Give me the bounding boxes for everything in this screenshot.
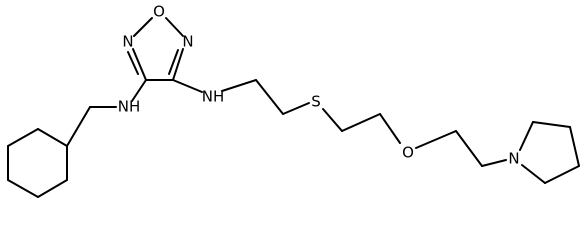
bond <box>133 17 153 37</box>
bond <box>519 121 534 151</box>
bond <box>544 165 580 184</box>
bond <box>172 48 184 81</box>
pyrrolidine-nitrogen-label: N <box>508 150 519 168</box>
bond <box>415 130 457 149</box>
bond <box>7 179 39 198</box>
bond <box>37 128 68 147</box>
amine-nh-left-label: NH <box>118 98 141 116</box>
bond <box>341 113 381 132</box>
bond <box>569 126 580 167</box>
bond <box>532 121 571 128</box>
bond <box>131 79 147 102</box>
bond <box>322 108 343 132</box>
bond <box>132 48 147 81</box>
bond <box>379 113 401 144</box>
bond <box>221 79 257 92</box>
oxadiazole-oxygen-label: O <box>153 3 165 21</box>
atom-labels: O N N NH NH S O N <box>118 3 520 168</box>
bond <box>7 128 39 147</box>
bond <box>165 17 184 37</box>
oxadiazole-nitrogen-left-label: N <box>122 33 133 51</box>
chemical-structure: O N N NH NH S O N <box>7 3 580 198</box>
bonds <box>7 17 580 198</box>
bond <box>172 79 203 93</box>
bond <box>521 164 546 184</box>
bond <box>481 159 507 167</box>
thioether-sulfur-label: S <box>311 93 321 111</box>
bond <box>168 49 179 75</box>
bond <box>66 106 91 147</box>
bond <box>127 51 139 75</box>
oxadiazole-nitrogen-right-label: N <box>182 33 193 51</box>
bond <box>255 79 284 115</box>
bond <box>282 102 310 115</box>
bond <box>37 179 68 198</box>
ether-oxygen-label: O <box>402 144 414 162</box>
amine-nh-right-label: NH <box>202 88 225 106</box>
bond <box>455 130 483 167</box>
